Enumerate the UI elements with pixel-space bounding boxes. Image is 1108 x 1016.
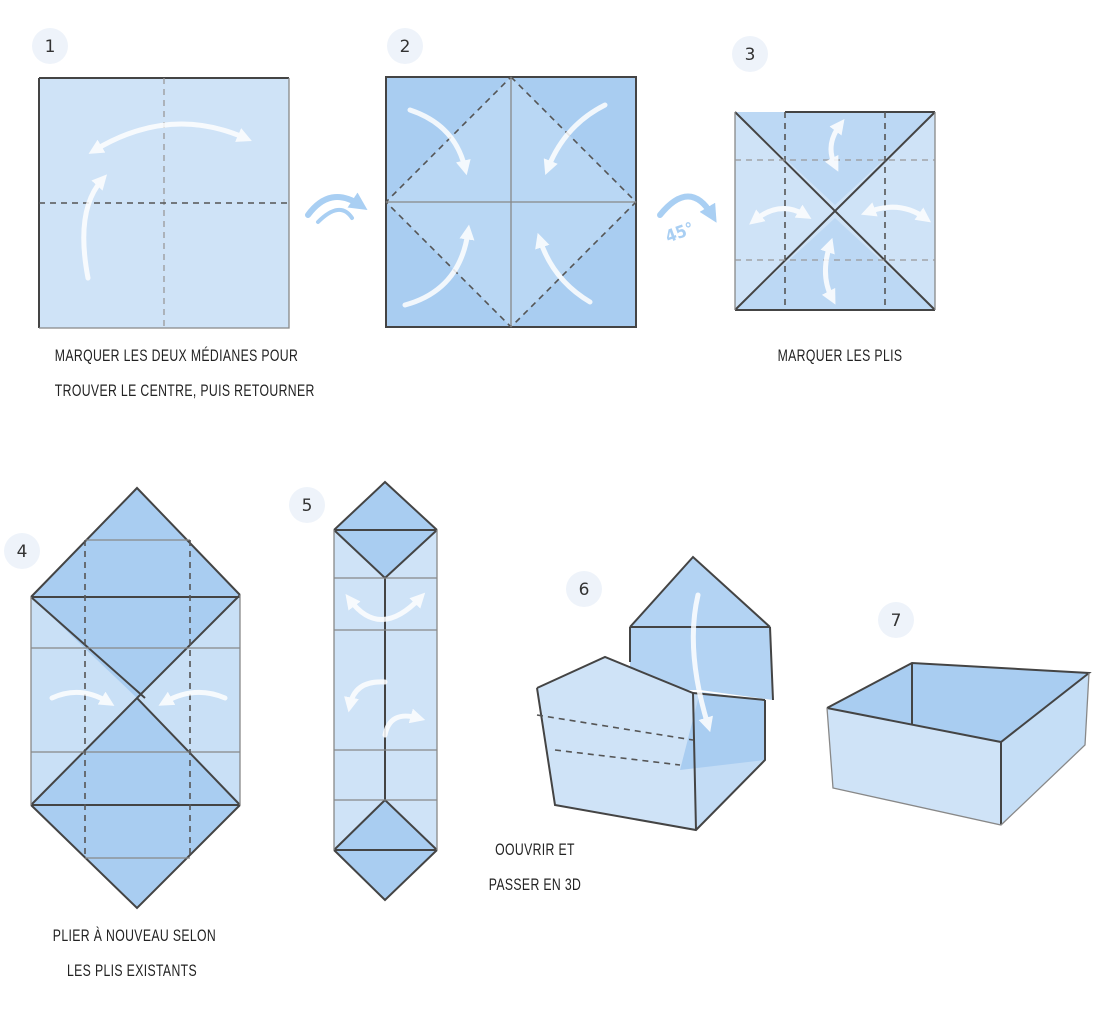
caption-line: PLIER À NOUVEAU SELON: [52, 926, 217, 945]
step-6-number: 6: [579, 580, 590, 600]
step-5-shape: [333, 480, 438, 902]
step-3-number: 3: [745, 45, 756, 65]
step-5-number: 5: [302, 496, 313, 516]
step-7-number: 7: [891, 611, 902, 631]
step-1-square: [38, 77, 290, 329]
fold-arrow-icon: [88, 121, 252, 154]
step-7-box: [826, 661, 1092, 826]
caption-line: OOUVRIR ET: [495, 840, 575, 859]
step-2-number: 2: [400, 37, 411, 57]
caption-line: LES PLIS EXISTANTS: [66, 961, 198, 980]
step-3-square: [734, 111, 936, 311]
step-6-shape: [536, 555, 774, 832]
step-2-square: [384, 75, 638, 329]
step-6-caption: OOUVRIR ET PASSER EN 3D: [488, 832, 582, 902]
step-1-caption: MARQUER LES DEUX MÉDIANES POUR TROUVER L…: [54, 338, 315, 408]
flip-arrow-icon: [305, 192, 368, 218]
fold-arrow-icon: [81, 174, 108, 281]
step-4-number: 4: [17, 542, 28, 562]
step-1-number: 1: [45, 37, 56, 57]
rotate-45-arrow-icon: [657, 193, 717, 223]
step-badges: 1 2 3 4 5 6 7: [4, 28, 914, 638]
caption-line: PASSER EN 3D: [488, 875, 582, 894]
caption-line: MARQUER LES PLIS: [777, 346, 903, 365]
step-4-shape: [30, 486, 241, 910]
step-3-caption: MARQUER LES PLIS: [768, 338, 912, 373]
caption-line: MARQUER LES DEUX MÉDIANES POUR: [54, 346, 299, 365]
caption-line: TROUVER LE CENTRE, PUIS RETOURNER: [54, 381, 315, 400]
step-4-caption: PLIER À NOUVEAU SELON LES PLIS EXISTANTS: [52, 918, 217, 988]
rotation-label: 45°: [663, 219, 697, 248]
